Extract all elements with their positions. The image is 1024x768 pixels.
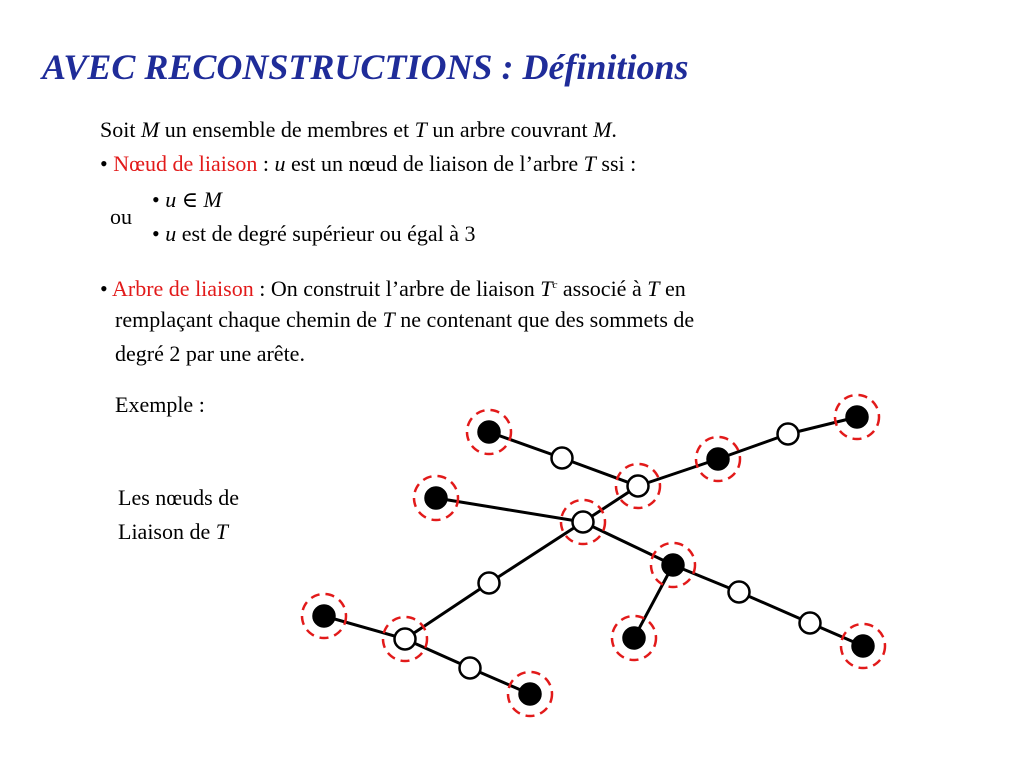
element-of-symbol: ∈	[176, 187, 204, 212]
legend-text: Liaison de	[118, 519, 216, 544]
tree-edge	[404, 581, 490, 641]
intro-period: .	[611, 117, 617, 142]
arbre-line2-text-2: ne contenant que des sommets de	[394, 307, 695, 332]
tree-node	[550, 446, 574, 470]
tree-edge	[435, 496, 584, 524]
var-u: u	[165, 187, 177, 212]
liaison-ring	[300, 592, 348, 640]
var-T: T	[583, 151, 596, 176]
var-M-2: M	[593, 117, 612, 142]
arbre-line2-text-1: remplaçant chaque chemin de	[115, 307, 383, 332]
liaison-ring	[559, 498, 607, 546]
var-T-2: T	[647, 276, 660, 301]
condition-2-text: est de degré supérieur ou égal à 3	[176, 221, 476, 246]
tree-node	[477, 571, 501, 595]
condition-2: • u est de degré supérieur ou égal à 3	[152, 220, 476, 248]
liaison-ring	[465, 408, 513, 456]
member-node	[518, 682, 542, 706]
var-T: T	[540, 276, 553, 301]
liaison-ring	[381, 615, 429, 663]
tree-node	[798, 611, 822, 635]
tree-nodes	[312, 405, 875, 706]
tree-edges	[323, 415, 864, 696]
liaison-ring	[614, 462, 662, 510]
intro-text-3: un arbre couvrant	[426, 117, 594, 142]
tree-edge	[561, 456, 639, 488]
tree-edge	[488, 520, 584, 585]
member-node	[477, 420, 501, 444]
bullet: •	[152, 221, 160, 246]
arbre-definition-line-2: remplaçant chaque chemin de T ne contena…	[115, 306, 694, 334]
noeud-text-2: est un nœud de liaison de l’arbre	[285, 151, 584, 176]
var-T: T	[215, 519, 229, 544]
bullet: •	[100, 151, 108, 176]
superscript-c: c	[552, 279, 558, 291]
tree-node	[727, 580, 751, 604]
var-T: T	[382, 307, 395, 332]
member-node	[312, 604, 336, 628]
arbre-definition-line-3: degré 2 par une arête.	[115, 341, 305, 366]
arbre-text-3: en	[659, 276, 686, 301]
tree-edge	[738, 590, 811, 625]
arbre-text-2: associé à	[557, 276, 648, 301]
liaison-ring	[412, 474, 460, 522]
member-node	[845, 405, 869, 429]
tree-edge	[404, 637, 471, 670]
member-node	[706, 447, 730, 471]
ou-label: ou	[110, 204, 132, 229]
noeud-text-3: ssi :	[595, 151, 637, 176]
liaison-ring	[506, 670, 554, 718]
var-M: M	[203, 187, 222, 212]
var-u: u	[274, 151, 286, 176]
tree-node	[458, 656, 482, 680]
term-noeud-de-liaison: Nœud de liaison	[113, 151, 258, 176]
bullet: •	[100, 276, 108, 301]
arbre-text-1: : On construit l’arbre de liaison	[253, 276, 541, 301]
slide-title: AVEC RECONSTRUCTIONS : Définitions	[42, 47, 689, 87]
tree-edge	[323, 614, 406, 641]
intro-text-2: un ensemble de membres et	[159, 117, 415, 142]
member-node	[622, 626, 646, 650]
liaison-rings	[300, 393, 887, 718]
arbre-definition-line-1: • Arbre de liaison : On construit l’arbr…	[100, 271, 686, 303]
legend-line-2: Liaison de T	[118, 518, 228, 546]
tree-node	[776, 422, 800, 446]
var-u: u	[165, 221, 177, 246]
noeud-text-1: :	[257, 151, 275, 176]
tree-node	[626, 474, 650, 498]
tree-edge	[637, 457, 719, 488]
liaison-ring	[694, 435, 742, 483]
var-T: T	[414, 117, 427, 142]
tree-edge	[582, 520, 674, 567]
member-node	[424, 486, 448, 510]
liaison-ring	[610, 614, 658, 662]
tree-node	[393, 627, 417, 651]
noeud-definition: • Nœud de liaison : u est un nœud de lia…	[100, 150, 636, 178]
exemple-label: Exemple :	[115, 392, 205, 417]
liaison-ring	[649, 541, 697, 589]
legend-line-1: Les nœuds de	[118, 485, 239, 510]
var-M: M	[140, 117, 160, 142]
intro-line: Soit M un ensemble de membres et T un ar…	[100, 116, 617, 144]
liaison-ring	[839, 622, 887, 670]
condition-1: • u ∈ M	[152, 186, 222, 214]
member-node	[851, 634, 875, 658]
liaison-ring	[833, 393, 881, 441]
tree-edge	[672, 563, 740, 594]
term-arbre-de-liaison: Arbre de liaison	[112, 276, 254, 301]
tree-edge	[717, 432, 789, 461]
bullet: •	[152, 187, 160, 212]
tree-edge	[632, 564, 675, 639]
intro-text-1: Soit	[100, 117, 141, 142]
tree-edge	[787, 415, 858, 436]
tree-node	[571, 510, 595, 534]
member-node	[661, 553, 685, 577]
tree-edge	[488, 430, 563, 460]
